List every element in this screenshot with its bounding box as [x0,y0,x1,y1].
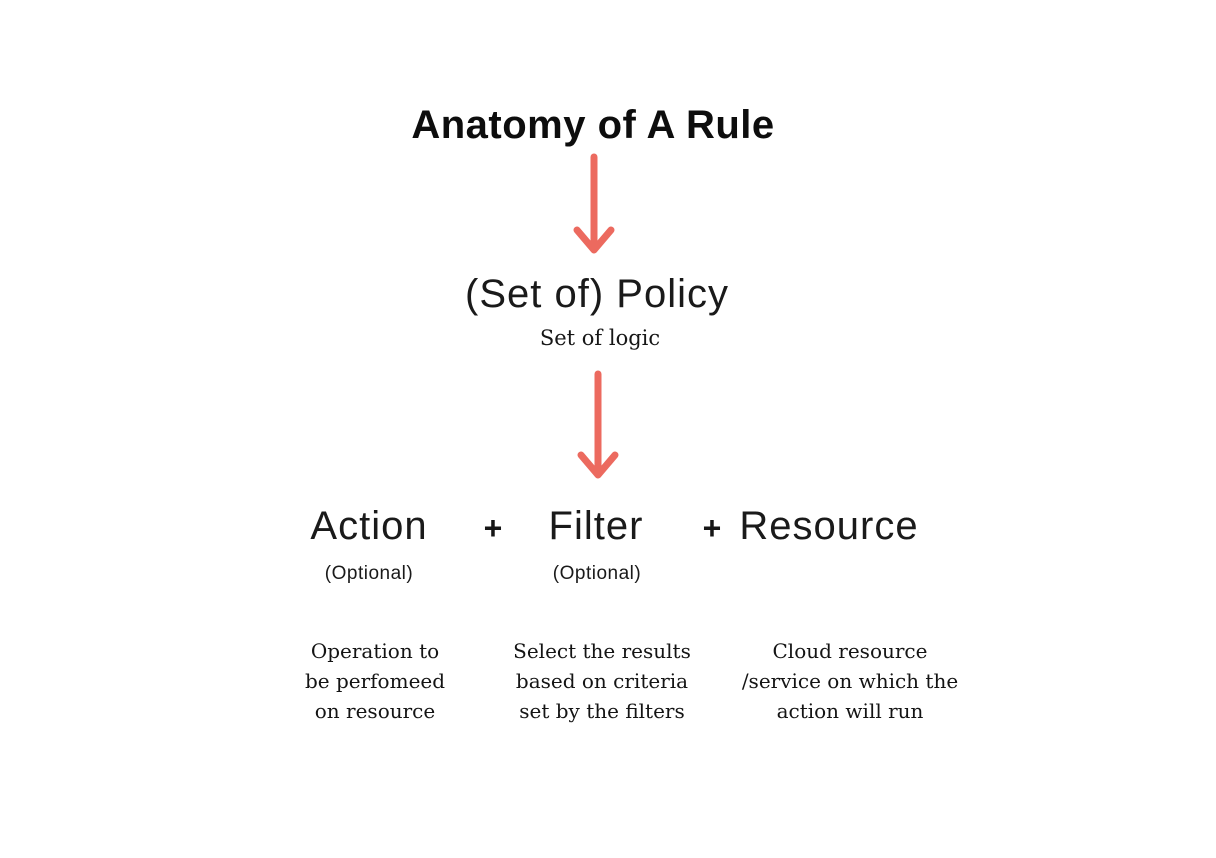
filter-description: Select the results based on criteria set… [513,639,691,723]
down-arrow-icon [576,370,620,482]
resource-description: Cloud resource /service on which the act… [741,639,959,723]
component-filter-label: Filter [548,504,644,548]
policy-sublabel: Set of logic [539,326,661,350]
action-description: Operation to be perfomeed on resource [304,639,446,723]
action-optional-tag: (Optional) [324,563,414,584]
page-title: Anatomy of A Rule [411,103,775,147]
down-arrow-icon [572,153,616,257]
component-resource-label: Resource [739,504,919,548]
policy-label: (Set of) Policy [465,272,729,316]
filter-optional-tag: (Optional) [552,563,642,584]
plus-icon: + [483,510,503,546]
plus-icon: + [702,510,722,546]
component-action-label: Action [310,504,428,548]
